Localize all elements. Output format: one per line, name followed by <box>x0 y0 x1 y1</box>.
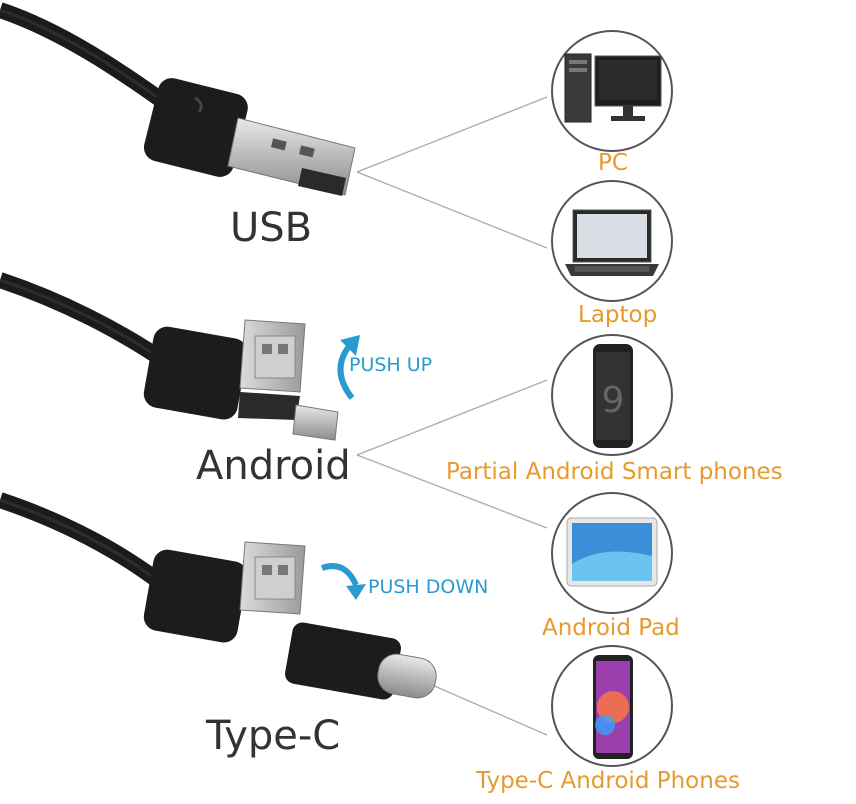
pc-icon <box>551 30 673 152</box>
typec-plug <box>0 492 437 700</box>
push-down-arrow <box>321 563 359 587</box>
smartphone-label: Partial Android Smart phones <box>446 459 783 485</box>
tablet-icon <box>551 492 673 614</box>
tablet-label: Android Pad <box>542 615 680 641</box>
pc-label: PC <box>598 150 628 176</box>
typec-phone-label: Type-C Android Phones <box>476 768 740 794</box>
usb-label: USB <box>230 205 313 251</box>
smartphone-icon: 9 <box>551 334 673 456</box>
connection-lines <box>356 96 548 736</box>
push-up-label: PUSH UP <box>349 354 433 376</box>
android-label: Android <box>196 443 351 489</box>
laptop-label: Laptop <box>578 302 658 328</box>
push-down-label: PUSH DOWN <box>368 576 489 598</box>
laptop-icon <box>551 180 673 302</box>
usb-plug <box>0 2 356 196</box>
push-up-arrow <box>337 343 355 400</box>
svg-text:9: 9 <box>602 380 625 421</box>
android-plug <box>0 272 339 441</box>
typec-label: Type-C <box>206 713 341 759</box>
typec-phone-icon <box>551 645 673 767</box>
